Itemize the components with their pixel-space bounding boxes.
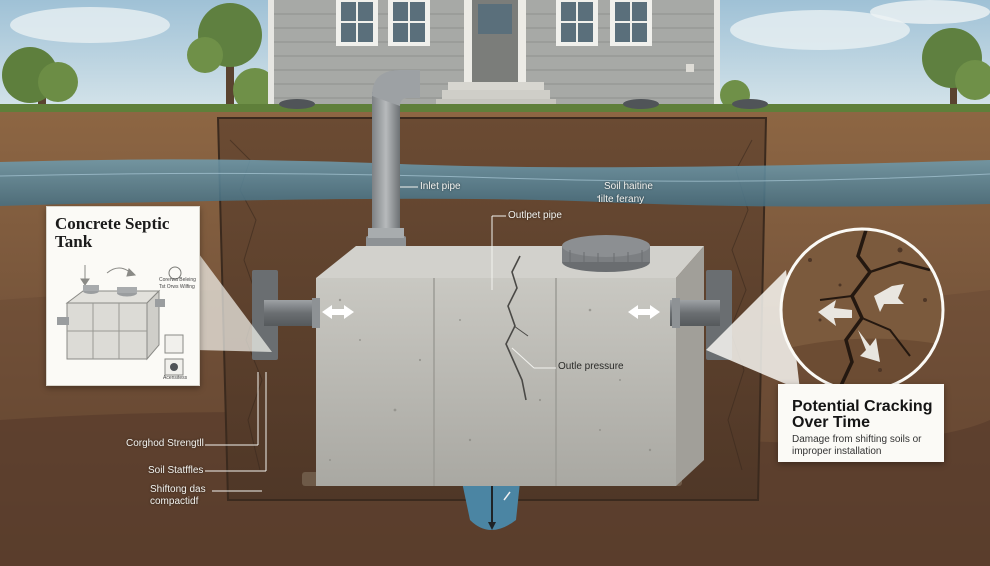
zoom-wedge-left — [196, 250, 272, 352]
side-pipes — [252, 270, 732, 360]
soil-statffles-label: Soil Statffles — [148, 465, 204, 476]
card-title-line1: Concrete Septic — [55, 214, 170, 233]
callout-title-line2: Over Time — [792, 414, 870, 431]
outlet-pipe-label: Outlpet pipe — [508, 210, 562, 221]
mini-text-1: Corerwa Beleing — [159, 277, 196, 283]
inlet-pipe-label: Inlet pipe — [420, 181, 461, 192]
house — [268, 0, 720, 109]
outle-pressure-label: Outle pressure — [558, 361, 624, 372]
callout-subtitle-line1: Damage from shifting soils or — [792, 434, 922, 445]
water-table — [0, 159, 990, 207]
mini-text-2: Tst Orws Wilfing — [159, 284, 195, 290]
tree-left — [2, 3, 277, 112]
soil-line-label-2: Iilte ferany — [598, 194, 645, 205]
callout-subtitle-line2: improper installation — [792, 446, 882, 457]
leader-lines — [205, 186, 599, 492]
shifting-label-line2: compactidf — [150, 496, 199, 507]
shifting-label-line1: Shiftong das — [150, 484, 206, 495]
concrete-tank — [316, 235, 704, 486]
zoom-wedge-right — [706, 270, 800, 390]
card-title-line2: Tank — [55, 232, 93, 251]
cracking-callout: Potential Cracking Over Time Damage from… — [778, 384, 944, 462]
crack-detail-circle — [779, 227, 945, 393]
corghod-strength-label: Corghod Strengtll — [126, 438, 204, 449]
tree-right — [720, 28, 990, 110]
mini-tank-illustration — [57, 265, 184, 376]
soil-line-label-1: Soil haitine — [604, 181, 653, 192]
callout-title-line1: Potential Cracking — [792, 398, 933, 415]
tank-overview-card: Concrete Septic Tank Corerwa Beleing Tst… — [46, 206, 200, 386]
grass — [0, 104, 990, 114]
mini-caption: Acensitess — [163, 375, 188, 381]
pressure-arrows — [322, 305, 660, 319]
